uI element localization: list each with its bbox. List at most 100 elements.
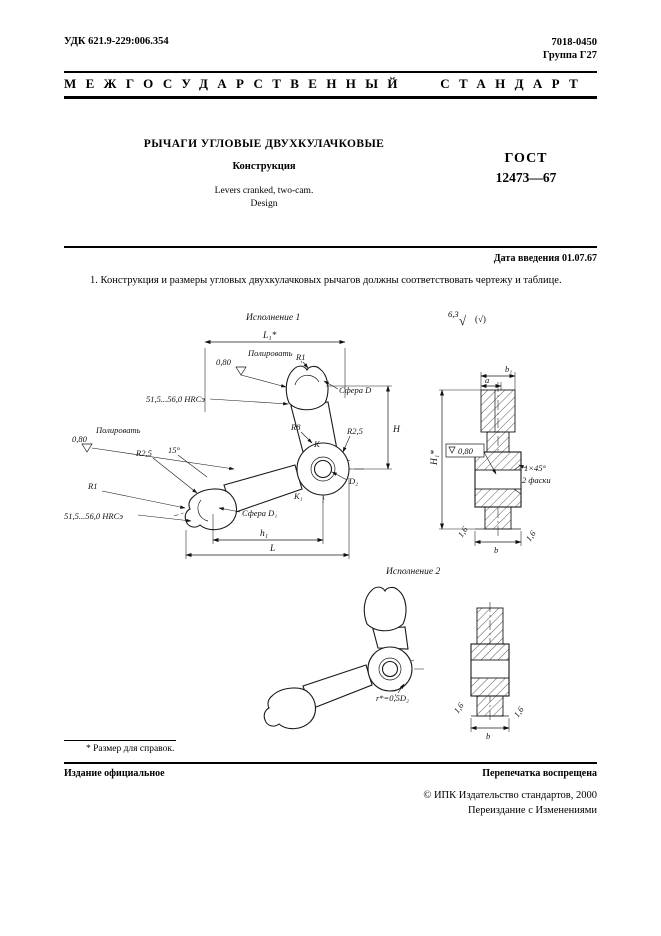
dim-l-label: L bbox=[269, 544, 275, 554]
document-subtitle: Конструкция bbox=[232, 161, 296, 172]
angle-15-label: 15° bbox=[168, 445, 181, 455]
sphere-d-label: Сфера D bbox=[339, 385, 372, 395]
effective-date: Дата введения 01.07.67 bbox=[493, 253, 597, 264]
dim-h-label: Н bbox=[392, 425, 401, 435]
hub-hole bbox=[381, 660, 399, 678]
dim-b1-label: b₁ bbox=[505, 364, 512, 374]
general-roughness-mark: 6,3 √ (√) bbox=[448, 309, 486, 328]
reprint-prohibited-label: Перепечатка воспрещена bbox=[482, 768, 597, 779]
sphere-d1-label: Сфера D₁ bbox=[242, 508, 277, 518]
section1-foot bbox=[484, 506, 512, 530]
r1-left-label: R1 bbox=[87, 481, 97, 491]
udk-number: УДК 621.9-229:006.354 bbox=[64, 36, 169, 47]
official-edition-label: Издание официальное bbox=[64, 768, 165, 779]
dim-b-label: b bbox=[494, 545, 498, 555]
rough-top-label: 0,80 bbox=[216, 357, 232, 367]
interstate-standard-band: МЕЖГОСУДАРСТВЕННЫЙ СТАНДАРТ bbox=[64, 76, 588, 91]
r25-right-label: R2,5 bbox=[346, 426, 363, 436]
technical-drawing: Исполнение 1 6,3 √ (√) bbox=[64, 309, 551, 741]
dimension-l: L bbox=[185, 478, 350, 559]
gost-number: 12473—67 bbox=[495, 170, 557, 185]
document-subtitle-en: Design bbox=[250, 199, 278, 209]
footnote: * Размер для справок. bbox=[86, 744, 175, 754]
hrc-top-label: 51,5...56,0 HRCэ bbox=[146, 394, 205, 404]
k-point-label: К bbox=[313, 439, 321, 449]
upper-cam-head bbox=[363, 586, 407, 632]
check-paren-icon: (√) bbox=[475, 314, 486, 324]
roughness-triangle-icon bbox=[235, 366, 247, 376]
dim-b-label: b bbox=[486, 731, 490, 741]
roughness-triangle-icon bbox=[448, 446, 456, 454]
dim-h1-small-label: h₁ bbox=[260, 529, 268, 539]
doc-group: Группа Г27 bbox=[542, 50, 597, 61]
sphere-arc-top bbox=[294, 374, 320, 386]
dimension-l1: L₁* bbox=[204, 331, 346, 412]
header-rule bbox=[64, 246, 597, 248]
section1-neck bbox=[486, 431, 510, 453]
d2-label: D₂ bbox=[348, 476, 358, 486]
section2-foot bbox=[476, 695, 504, 717]
reissue-line: Переиздание с Изменениями bbox=[467, 805, 597, 816]
document-title-en: Levers cranked, two-cam. bbox=[214, 186, 314, 196]
callouts-variant1: Полировать 0,80 51,5...56,0 HRCэ R1 Сфер… bbox=[64, 348, 372, 523]
polish-top-label: Полировать bbox=[247, 348, 293, 358]
copyright-line: © ИПК Издательство стандартов, 2000 bbox=[423, 790, 597, 801]
section1-cam-block bbox=[480, 389, 516, 433]
r8-label: R8 bbox=[290, 422, 301, 432]
title-block: РЫЧАГИ УГЛОВЫЕ ДВУХКУЛАЧКОВЫЕ Конструкци… bbox=[80, 138, 448, 211]
band-bottom-rule bbox=[64, 96, 597, 99]
dimension-h1-small: h₁ bbox=[212, 498, 324, 544]
section-view-variant2: b 1,6 1,6 bbox=[451, 602, 526, 741]
document-title: РЫЧАГИ УГЛОВЫЕ ДВУХКУЛАЧКОВЫЕ bbox=[143, 138, 385, 150]
k1-point-label: К₁ bbox=[293, 491, 303, 501]
lever2-outline bbox=[263, 586, 413, 730]
dim-h1-label: Н₁* bbox=[430, 450, 440, 466]
hole-chamfer bbox=[310, 456, 336, 482]
hole-roughness-label: 0,80 bbox=[458, 446, 474, 456]
doc-code: 7018-0450 bbox=[551, 37, 598, 48]
section1-dim-h1: Н₁* bbox=[430, 389, 481, 530]
check-icon: √ bbox=[459, 313, 467, 328]
lower-cam-head bbox=[184, 488, 238, 531]
variant1-label: Исполнение 1 bbox=[245, 313, 300, 323]
hrc-left-label: 51,5...56,0 HRCэ bbox=[64, 511, 123, 521]
variant2-label: Исполнение 2 bbox=[385, 567, 440, 577]
r1-top-label: R1 bbox=[295, 352, 305, 362]
upper-cam-head bbox=[285, 365, 329, 411]
chamfer-label-2: 2 фаски bbox=[522, 475, 551, 485]
doc-code-block: 7018-0450 Группа Г27 bbox=[543, 36, 597, 62]
section1-dim-b: b bbox=[474, 531, 522, 555]
roughness-triangle-icon bbox=[81, 443, 93, 453]
roughness-value: 6,3 bbox=[448, 309, 459, 319]
copyright-block: © ИПК Издательство стандартов, 2000 Пере… bbox=[423, 788, 597, 818]
footnote-rule bbox=[64, 740, 176, 741]
hub-hole bbox=[313, 459, 333, 479]
roughness-16-left: 1,6 bbox=[455, 524, 470, 539]
roughness-16-right: 1,6 bbox=[523, 528, 538, 543]
lever-view-variant2: Исполнение 2 r*=0,5D₂ bbox=[261, 567, 440, 730]
radius-note-label: r*=0,5D₂ bbox=[376, 693, 409, 703]
roughness-16-left: 1,6 bbox=[451, 700, 466, 715]
dim-l1-label: L₁* bbox=[262, 331, 277, 341]
band-top-rule bbox=[64, 71, 597, 73]
gost-designation: ГОСТ 12473—67 bbox=[452, 151, 600, 186]
footer-rule bbox=[64, 762, 597, 764]
sphere-arc-bottom bbox=[197, 499, 209, 522]
dim-a-label: a bbox=[485, 375, 489, 385]
lever-outline bbox=[184, 365, 350, 531]
section1-chamfer-note: 1×45° 2 фаски bbox=[518, 463, 551, 485]
r25-left-label: R2,5 bbox=[135, 448, 152, 458]
section1-dim-b1: b₁ bbox=[480, 364, 516, 379]
section2-dim-b: b bbox=[470, 718, 510, 741]
polish-left-label: Полировать bbox=[95, 425, 141, 435]
section1-hole-roughness: 0,80 bbox=[445, 443, 497, 475]
section-view-variant1: a b₁ Н₁* 0,80 1×45° 2 фаски bbox=[430, 364, 551, 555]
clause-1-paragraph: 1. Конструкция и размеры угловых двухкул… bbox=[90, 275, 562, 286]
lower-cam-head bbox=[263, 687, 317, 730]
radius-note-callout: r*=0,5D₂ bbox=[376, 683, 409, 703]
roughness-16-right: 1,6 bbox=[511, 704, 526, 719]
hole-chamfer bbox=[378, 657, 402, 681]
lever-view-variant1: Исполнение 1 6,3 √ (√) bbox=[64, 309, 486, 559]
gost-word: ГОСТ bbox=[504, 151, 548, 166]
